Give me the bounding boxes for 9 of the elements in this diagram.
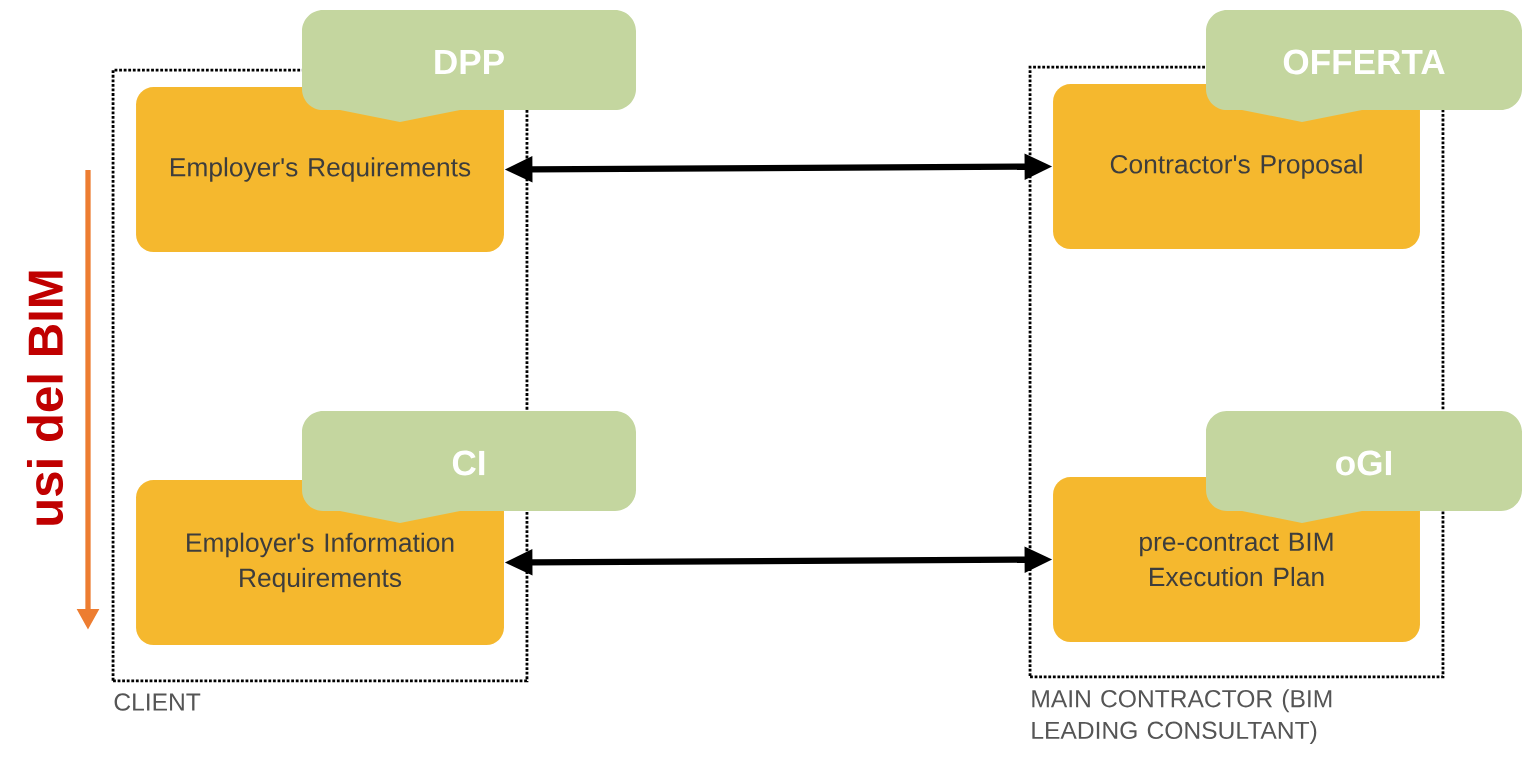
callout-bubble: DPP — [302, 10, 636, 122]
process-box: Contractor's Proposal — [1053, 84, 1420, 249]
axis-label: usi del BIM — [26, 271, 64, 525]
process-box: Employer's Requirements — [136, 87, 504, 252]
callout-bubble: OFFERTA — [1206, 10, 1522, 122]
callout-bubble: oGI — [1206, 411, 1522, 523]
node-label: CLIENT — [114, 693, 201, 711]
node-label: MAIN CONTRACTOR (BIM LEADING CONSULTANT) — [1032, 689, 1332, 744]
callout-bubble: CI — [302, 411, 636, 523]
